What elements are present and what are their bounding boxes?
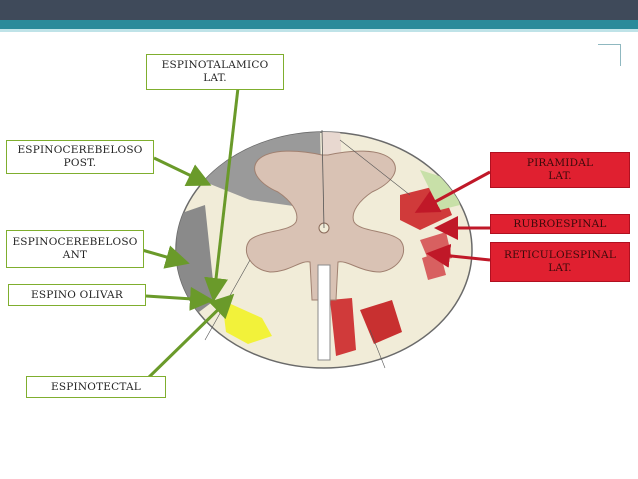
arrow-reticuloespinal xyxy=(426,243,491,268)
anterior-median-fissure xyxy=(317,264,331,361)
arrow-espinocerebeloso-ant xyxy=(141,245,190,269)
tract-divider xyxy=(339,139,411,196)
corner-decoration xyxy=(598,44,620,45)
corner-decoration xyxy=(620,44,621,66)
tract-divider xyxy=(321,129,325,229)
label-espino-olivar: ESPINO OLIVAR xyxy=(8,284,146,306)
arrow-piramidal xyxy=(414,170,491,213)
label-reticuloespinal-lat: RETICULOESPINAL LAT. xyxy=(490,242,630,282)
label-espinocerebeloso-ant: ESPINOCEREBELOSO ANT xyxy=(6,230,144,268)
label-rubroespinal: RUBROESPINAL xyxy=(490,214,630,234)
arrow-espinocerebeloso-post xyxy=(153,156,212,187)
anterior-red-tracts xyxy=(360,300,402,344)
label-espinocerebeloso-post: ESPINOCEREBELOSO POST. xyxy=(6,140,154,174)
label-espinotectal: ESPINOTECTAL xyxy=(26,376,166,398)
label-piramidal-lat: PIRAMIDAL LAT. xyxy=(490,152,630,188)
arrow-espinotectal xyxy=(144,293,235,382)
arrow-espinotalamico xyxy=(204,87,240,302)
arrow-espino-olivar xyxy=(145,286,214,311)
spinotectal-tract-region xyxy=(222,300,272,344)
anterior-red-tracts xyxy=(330,298,356,356)
slide-header-bar xyxy=(0,0,638,20)
slide-header-accent xyxy=(0,20,638,32)
label-espinotalamico-lat: ESPINOTALAMICO LAT. xyxy=(146,54,284,90)
tract-divider xyxy=(369,329,386,369)
